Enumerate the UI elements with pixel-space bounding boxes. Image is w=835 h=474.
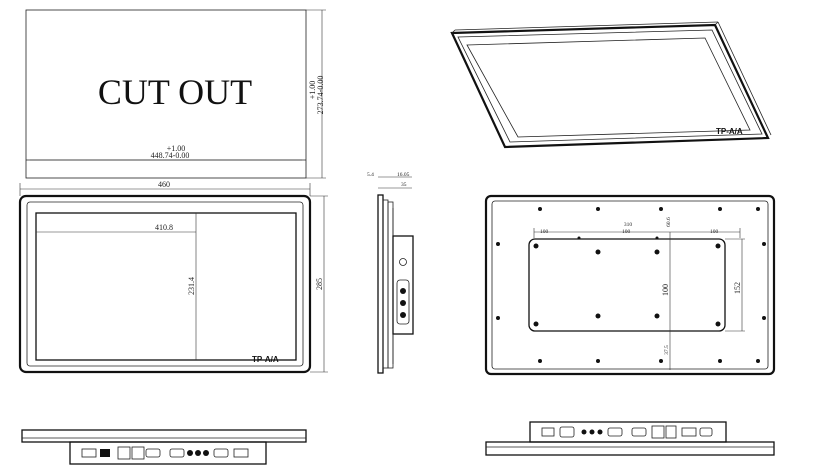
- back-dim-37: 37.5: [664, 345, 670, 355]
- cutout-label: CUT OUT: [98, 72, 252, 112]
- front-height-dim: 285: [315, 278, 324, 290]
- back-dim-310: 310: [624, 222, 633, 228]
- front-logo: TP-A/A: [252, 355, 279, 364]
- cutout-view: CUT OUT +1.00 448.74-0.00 +1.00 273.74-0…: [25, 9, 326, 179]
- back-dim-100c: 100: [710, 229, 719, 235]
- back-dim-100a: 100: [540, 229, 549, 235]
- side-dim-1: 5.4: [367, 172, 374, 178]
- side-dim-3: 35: [401, 182, 407, 188]
- bottom-bezel-left: [21, 429, 307, 443]
- cutout-width-tolerance: +1.00: [167, 144, 186, 153]
- isometric-view: TP-A/A: [450, 21, 772, 149]
- back-mounting-holes: [496, 207, 766, 363]
- bottom-io-panel-right: [529, 421, 727, 443]
- side-dim-2: 16.05: [397, 172, 410, 178]
- cutout-width-value: 448.74-0.00: [151, 151, 190, 160]
- side-io-box: [392, 235, 414, 335]
- back-view: 310 100 100 100 60.6 152 100 37.5: [484, 194, 776, 376]
- bottom-ports-left: [81, 446, 249, 460]
- bottom-bezel-right: [485, 441, 775, 456]
- side-view: 5.4 16.05 35: [367, 172, 414, 374]
- side-port-2: [400, 288, 406, 294]
- cutout-height-tolerance: +1.00: [308, 81, 317, 100]
- cutout-height-value: 273.74-0.00: [316, 76, 325, 115]
- back-dim-100b: 100: [622, 229, 631, 235]
- front-width-dim: 460: [158, 180, 170, 189]
- front-view: 460 410.8 231.4 285 TP-A/A: [18, 180, 328, 374]
- front-bezel: [18, 194, 312, 374]
- bottom-ports-right: [541, 425, 713, 439]
- bottom-io-panel-left: [69, 441, 267, 465]
- front-view-width-dim: 410.8: [155, 223, 173, 232]
- cutout-rectangle: [25, 9, 307, 179]
- front-view-height-dim: 231.4: [187, 277, 196, 295]
- side-port-1: [399, 258, 407, 266]
- back-dim-152: 152: [733, 282, 742, 294]
- isometric-logo: TP-A/A: [716, 127, 743, 136]
- back-housing: [484, 194, 776, 376]
- bottom-view-left: [21, 429, 307, 465]
- side-port-3: [400, 300, 406, 306]
- bottom-view-right: [485, 421, 775, 456]
- side-bezel: [377, 194, 384, 374]
- back-vesa-panel: [528, 238, 726, 332]
- front-screen: [35, 212, 297, 361]
- side-port-4: [400, 312, 406, 318]
- back-dim-60: 60.6: [666, 217, 672, 227]
- back-dim-100v: 100: [661, 284, 670, 296]
